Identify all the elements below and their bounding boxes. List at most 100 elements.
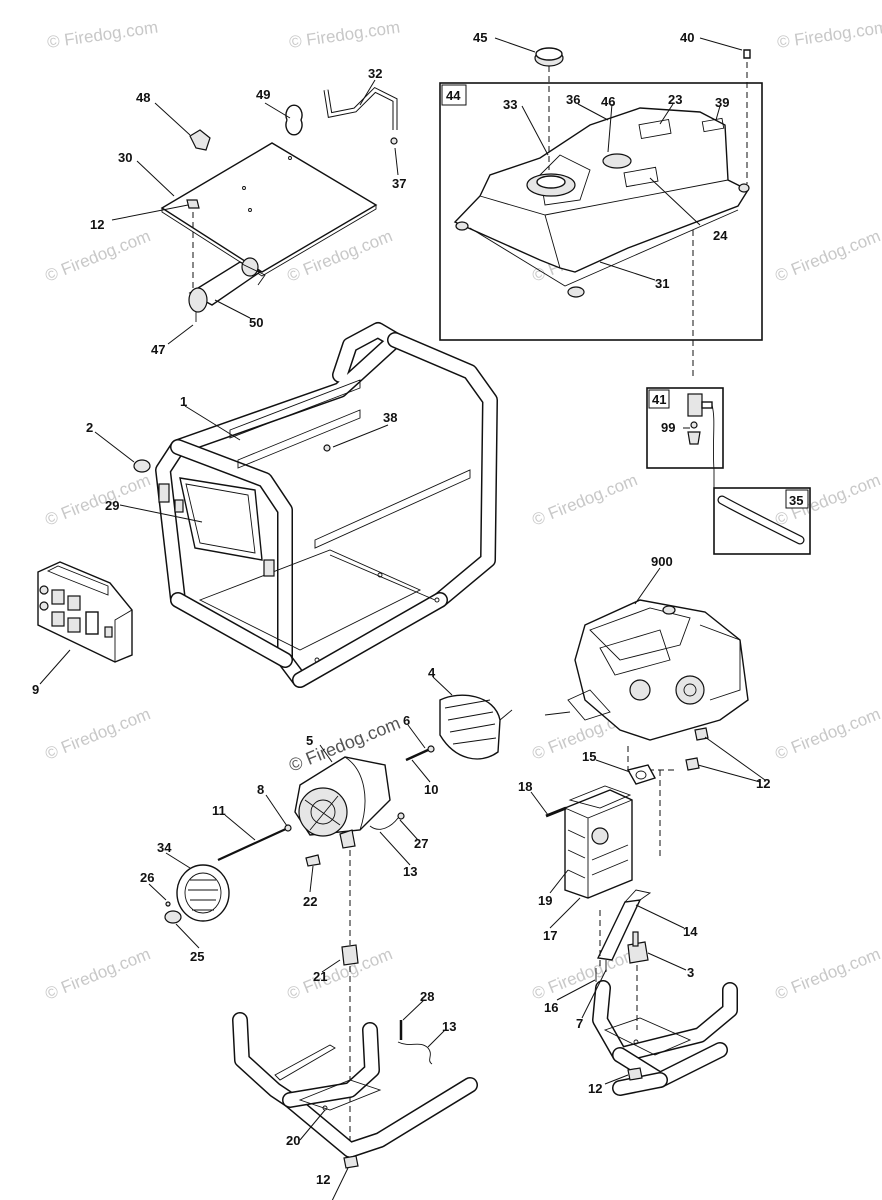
callout-900: 900: [651, 554, 673, 569]
callout-26: 26: [140, 870, 154, 885]
gasket-15: [626, 764, 657, 785]
callout-39: 39: [715, 95, 729, 110]
callout-3: 3: [687, 965, 694, 980]
bolt-10: [405, 748, 429, 762]
mount-3: [627, 941, 649, 964]
callout-25: 25: [190, 949, 204, 964]
control-panel: [37, 561, 133, 663]
fuel-tank-assembly: 44: [439, 47, 763, 378]
screw-40: [743, 49, 751, 59]
panel-plate-group: [160, 86, 398, 322]
frame-assembly: [133, 322, 498, 688]
callout-15: 15: [582, 749, 596, 764]
cap-2: [133, 459, 151, 473]
watermark: © Firedog.com: [42, 704, 153, 763]
callout-17: 17: [543, 928, 557, 943]
callout-99: 99: [661, 420, 675, 435]
callout-18: 18: [518, 779, 532, 794]
callout-33: 33: [503, 97, 517, 112]
cap-25: [164, 910, 182, 924]
watermark: © Firedog.com: [776, 18, 882, 52]
wing-nut-22: [305, 854, 321, 867]
callout-37: 37: [392, 176, 406, 191]
callout-7: 7: [576, 1016, 583, 1031]
watermark: © Firedog.com: [288, 18, 401, 52]
callout-box-35: [713, 487, 811, 555]
engine: [574, 599, 749, 741]
callout-30: 30: [118, 150, 132, 165]
blower-housing-4: [439, 694, 501, 760]
callout-9: 9: [32, 682, 39, 697]
nut-12-right: [627, 1067, 643, 1081]
fuel-gauge: [602, 153, 632, 169]
engine-assembly: [544, 599, 749, 856]
callout-12: 12: [588, 1081, 602, 1096]
callout-24: 24: [713, 228, 728, 243]
nut-12-bottom: [343, 1155, 359, 1169]
callout-16: 16: [544, 1000, 558, 1015]
base-frame-left: [232, 1012, 478, 1169]
callout-labels: 45 40 33 36 46 23 39 24 31 48 49 32 30 3…: [32, 30, 770, 1187]
watermark: © Firedog.com: [42, 944, 153, 1003]
callout-1: 1: [180, 394, 187, 409]
washer-26: [165, 901, 171, 907]
fuel-line-assembly: 35: [713, 487, 811, 555]
watermark: © Firedog.com: [529, 944, 640, 1003]
fuel-valve: [687, 393, 703, 417]
callout-8: 8: [257, 782, 264, 797]
callout-32: 32: [368, 66, 382, 81]
watermark: © Firedog.com: [772, 944, 882, 1003]
nut-12b: [685, 757, 700, 771]
box-label-41: 41: [652, 392, 666, 407]
watermark: © Firedog.com: [772, 704, 882, 763]
leader-lines: [39, 37, 766, 1200]
grommet-49: [285, 104, 303, 136]
bracket-48: [189, 129, 211, 151]
callout-13: 13: [442, 1019, 456, 1034]
callout-6: 6: [403, 713, 410, 728]
callout-40: 40: [680, 30, 694, 45]
callout-5: 5: [306, 733, 313, 748]
callout-14: 14: [683, 924, 698, 939]
callout-48: 48: [136, 90, 150, 105]
watermark: © Firedog.com: [42, 470, 153, 529]
callout-28: 28: [420, 989, 434, 1004]
callout-49: 49: [256, 87, 270, 102]
callout-47: 47: [151, 342, 165, 357]
nut-12a: [694, 727, 709, 741]
watermark: © Firedog.com: [46, 18, 159, 52]
callout-12: 12: [90, 217, 104, 232]
callout-38: 38: [383, 410, 397, 425]
grommet-38: [323, 444, 331, 452]
callout-45: 45: [473, 30, 487, 45]
callout-31: 31: [655, 276, 669, 291]
callout-12: 12: [756, 776, 770, 791]
muffler-assembly: [545, 764, 657, 1030]
callout-box-44: [439, 82, 763, 341]
callout-12: 12: [316, 1172, 330, 1187]
callout-27: 27: [414, 836, 428, 851]
callout-13: 13: [403, 864, 417, 879]
callout-4: 4: [428, 665, 436, 680]
callout-34: 34: [157, 840, 172, 855]
watermark: © Firedog.com: [284, 944, 395, 1003]
base-frame-right: [592, 980, 738, 1096]
fuel-valve-assembly: 41: [646, 387, 724, 488]
fuel-tank: [453, 107, 750, 273]
mount-21: [341, 944, 359, 966]
callout-21: 21: [313, 969, 327, 984]
callout-10: 10: [424, 782, 438, 797]
watermark: © Firedog.com: [529, 470, 640, 529]
callout-36: 36: [566, 92, 580, 107]
nut-12-top: [186, 199, 200, 209]
callout-23: 23: [668, 92, 682, 107]
through-bolt-11: [217, 826, 289, 862]
callout-50: 50: [249, 315, 263, 330]
box-label-35: 35: [789, 493, 803, 508]
box-label-frame: [441, 84, 467, 106]
callout-19: 19: [538, 893, 552, 908]
callout-29: 29: [105, 498, 119, 513]
clamp-37: [390, 137, 398, 145]
alternator-assembly: [164, 694, 513, 1160]
